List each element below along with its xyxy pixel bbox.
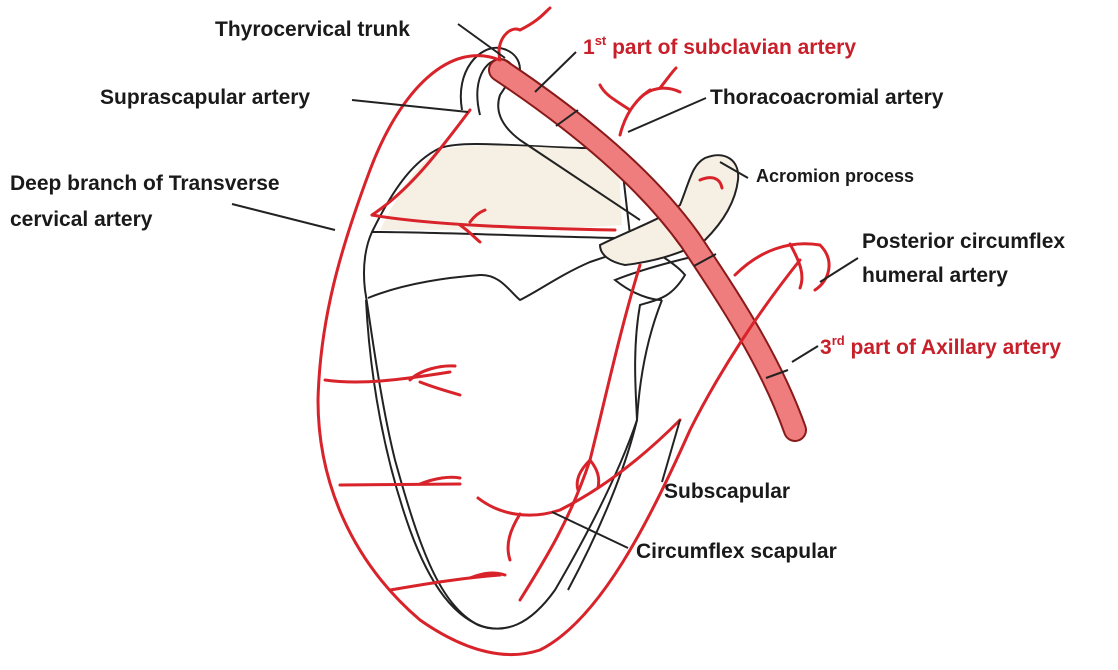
label-thoracoacromial-artery: Thoracoacromial artery <box>710 86 944 109</box>
label-subclavian-artery: 1st part of subclavian artery <box>583 33 856 59</box>
label-posterior-circumflex-line1: Posterior circumflex <box>862 230 1065 253</box>
label-posterior-circumflex-line2: humeral artery <box>862 264 1008 287</box>
leader-axillary <box>792 346 818 362</box>
label-subclavian-rest: part of subclavian artery <box>606 36 856 59</box>
label-subclavian-sup: st <box>595 33 607 48</box>
label-deep-branch-line2: cervical artery <box>10 208 153 231</box>
label-deep-branch-line1: Deep branch of Transverse <box>10 172 280 195</box>
leader-suprascapular <box>352 100 468 112</box>
label-subscapular: Subscapular <box>664 480 790 503</box>
leader-subclavian <box>535 52 576 92</box>
thoracoacromial-sub-2 <box>600 85 630 110</box>
label-axillary-rest: part of Axillary artery <box>845 336 1062 359</box>
leader-deep-branch <box>232 204 335 230</box>
label-acromion-process: Acromion process <box>756 166 914 186</box>
leader-thoracoacromial <box>628 98 706 132</box>
scapula-bone-tint <box>380 146 622 230</box>
thoracoacromial-sub-1 <box>640 88 680 98</box>
label-circumflex-scapular: Circumflex scapular <box>636 540 837 563</box>
thoracoacromial-sub-3 <box>660 68 676 88</box>
label-subclavian-num: 1 <box>583 36 595 59</box>
label-suprascapular-artery: Suprascapular artery <box>100 86 310 109</box>
leader-posterior-circumflex <box>820 258 858 282</box>
thyrocervical-branch <box>499 8 550 60</box>
label-axillary-sup: rd <box>832 333 845 348</box>
label-axillary-num: 3 <box>820 336 832 359</box>
label-thyrocervical-trunk: Thyrocervical trunk <box>215 18 410 41</box>
medial-branch-2 <box>340 484 460 485</box>
label-axillary-artery: 3rd part of Axillary artery <box>820 333 1061 359</box>
